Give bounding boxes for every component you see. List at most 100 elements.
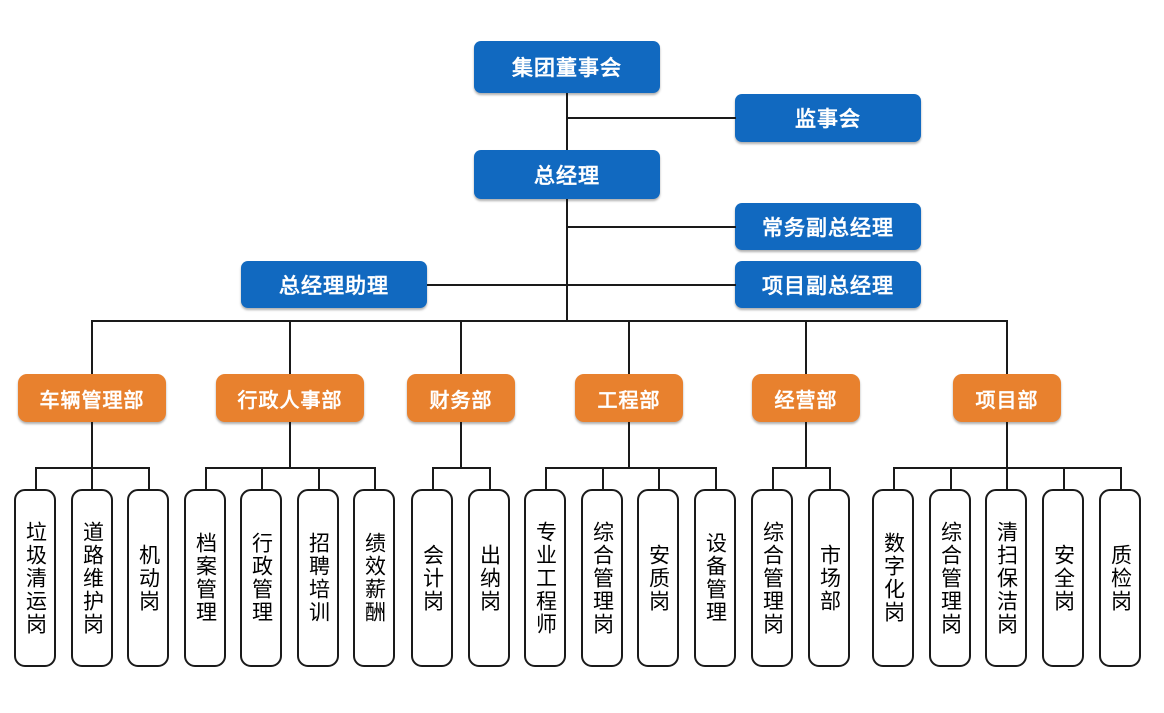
connector-trunk-to-exec-deputy [566, 226, 736, 228]
dept-node-operations[interactable]: 经营部 [752, 374, 860, 422]
position-box-mobile-duty[interactable]: 机动岗 [127, 489, 169, 667]
node-supervisory-board[interactable]: 监事会 [735, 94, 921, 142]
connector-bus-to-dept-4 [628, 320, 630, 376]
connector-dept1-child-2 [91, 467, 93, 490]
node-label: 常务副总经理 [762, 216, 894, 240]
connector-dept5-child-2 [829, 467, 831, 490]
position-box-garbage-transport[interactable]: 垃圾清运岗 [14, 489, 56, 667]
position-label: 综合管理岗 [590, 520, 615, 636]
dept-label: 财务部 [429, 389, 493, 412]
node-label: 总经理助理 [279, 274, 389, 298]
connector-dept6-child-5 [1120, 467, 1122, 490]
position-label: 数字化岗 [881, 532, 906, 624]
connector-dept1-stem [91, 422, 93, 468]
position-box-project-general-management[interactable]: 综合管理岗 [929, 489, 971, 667]
connector-trunk-to-project-deputy [566, 284, 736, 286]
department-bus-bar [91, 320, 1008, 322]
position-box-cashier[interactable]: 出纳岗 [468, 489, 510, 667]
position-box-professional-engineer[interactable]: 专业工程师 [524, 489, 566, 667]
connector-gm-trunk [566, 199, 568, 321]
node-label: 总经理 [534, 164, 600, 188]
node-label: 集团董事会 [512, 57, 622, 80]
connector-dept3-stem [460, 422, 462, 468]
node-general-manager[interactable]: 总经理 [474, 150, 660, 199]
dept-label: 工程部 [597, 389, 661, 412]
connector-dept5-bar [772, 467, 830, 469]
connector-dept6-child-3 [1006, 467, 1008, 490]
position-label: 会计岗 [420, 543, 445, 613]
connector-gm-line-to-supervisory [566, 117, 736, 119]
position-box-accounting[interactable]: 会计岗 [411, 489, 453, 667]
connector-bus-to-dept-1 [91, 320, 93, 376]
connector-dept6-stem [1006, 422, 1008, 468]
connector-dept4-child-3 [658, 467, 660, 490]
position-box-operations-general-management[interactable]: 综合管理岗 [751, 489, 793, 667]
position-box-safety-quality[interactable]: 安质岗 [637, 489, 679, 667]
position-label: 清扫保洁岗 [994, 520, 1019, 636]
connector-dept5-stem [805, 422, 807, 468]
dept-label: 项目部 [975, 389, 1039, 412]
connector-board-to-gm [566, 93, 568, 150]
node-label: 项目副总经理 [762, 274, 894, 298]
position-box-marketing[interactable]: 市场部 [808, 489, 850, 667]
position-box-recruitment-training[interactable]: 招聘培训 [297, 489, 339, 667]
dept-node-vehicle-management[interactable]: 车辆管理部 [18, 374, 166, 422]
position-box-road-maintenance[interactable]: 道路维护岗 [71, 489, 113, 667]
node-executive-deputy-gm[interactable]: 常务副总经理 [735, 203, 921, 250]
connector-dept2-child-4 [374, 467, 376, 490]
connector-dept6-child-4 [1063, 467, 1065, 490]
position-label: 档案管理 [193, 532, 218, 624]
position-label: 设备管理 [703, 532, 728, 624]
connector-dept3-bar [432, 467, 490, 469]
dept-node-admin-hr[interactable]: 行政人事部 [216, 374, 364, 422]
position-label: 综合管理岗 [938, 520, 963, 636]
dept-label: 行政人事部 [237, 389, 343, 412]
connector-dept2-child-3 [318, 467, 320, 490]
position-label: 安质岗 [646, 543, 671, 613]
connector-dept4-child-1 [545, 467, 547, 490]
position-box-archive-management[interactable]: 档案管理 [184, 489, 226, 667]
dept-label: 经营部 [774, 389, 838, 412]
connector-dept3-child-1 [432, 467, 434, 490]
position-box-cleaning-sanitation[interactable]: 清扫保洁岗 [985, 489, 1027, 667]
connector-dept4-bar [545, 467, 716, 469]
position-box-digitalization[interactable]: 数字化岗 [872, 489, 914, 667]
connector-dept2-child-2 [261, 467, 263, 490]
position-label: 市场部 [817, 543, 842, 613]
position-label: 质检岗 [1108, 543, 1133, 613]
dept-node-engineering[interactable]: 工程部 [575, 374, 683, 422]
position-box-administrative-management[interactable]: 行政管理 [240, 489, 282, 667]
position-label: 垃圾清运岗 [23, 520, 48, 636]
position-box-equipment-management[interactable]: 设备管理 [694, 489, 736, 667]
position-box-engineering-general-management[interactable]: 综合管理岗 [581, 489, 623, 667]
dept-node-finance[interactable]: 财务部 [407, 374, 515, 422]
connector-bus-to-dept-2 [289, 320, 291, 376]
connector-bus-to-dept-5 [805, 320, 807, 376]
node-project-deputy-gm[interactable]: 项目副总经理 [735, 261, 921, 308]
connector-trunk-to-gm-assistant [427, 284, 567, 286]
position-label: 机动岗 [136, 543, 161, 613]
connector-dept6-child-2 [950, 467, 952, 490]
connector-dept4-child-4 [715, 467, 717, 490]
connector-dept4-stem [628, 422, 630, 468]
node-gm-assistant[interactable]: 总经理助理 [241, 261, 427, 308]
connector-dept1-child-1 [35, 467, 37, 490]
position-label: 专业工程师 [533, 520, 558, 636]
connector-dept3-child-2 [489, 467, 491, 490]
connector-dept2-bar [205, 467, 375, 469]
connector-dept1-child-3 [148, 467, 150, 490]
position-label: 综合管理岗 [760, 520, 785, 636]
connector-dept5-child-1 [772, 467, 774, 490]
node-board-of-directors[interactable]: 集团董事会 [474, 41, 660, 93]
dept-node-project[interactable]: 项目部 [953, 374, 1061, 422]
position-label: 安全岗 [1051, 543, 1076, 613]
node-label: 监事会 [795, 108, 861, 131]
position-box-quality-inspection[interactable]: 质检岗 [1099, 489, 1141, 667]
position-box-performance-compensation[interactable]: 绩效薪酬 [353, 489, 395, 667]
position-label: 道路维护岗 [80, 520, 105, 636]
connector-dept4-child-2 [602, 467, 604, 490]
connector-bus-to-dept-3 [460, 320, 462, 376]
position-label: 出纳岗 [477, 543, 502, 613]
position-box-safety[interactable]: 安全岗 [1042, 489, 1084, 667]
